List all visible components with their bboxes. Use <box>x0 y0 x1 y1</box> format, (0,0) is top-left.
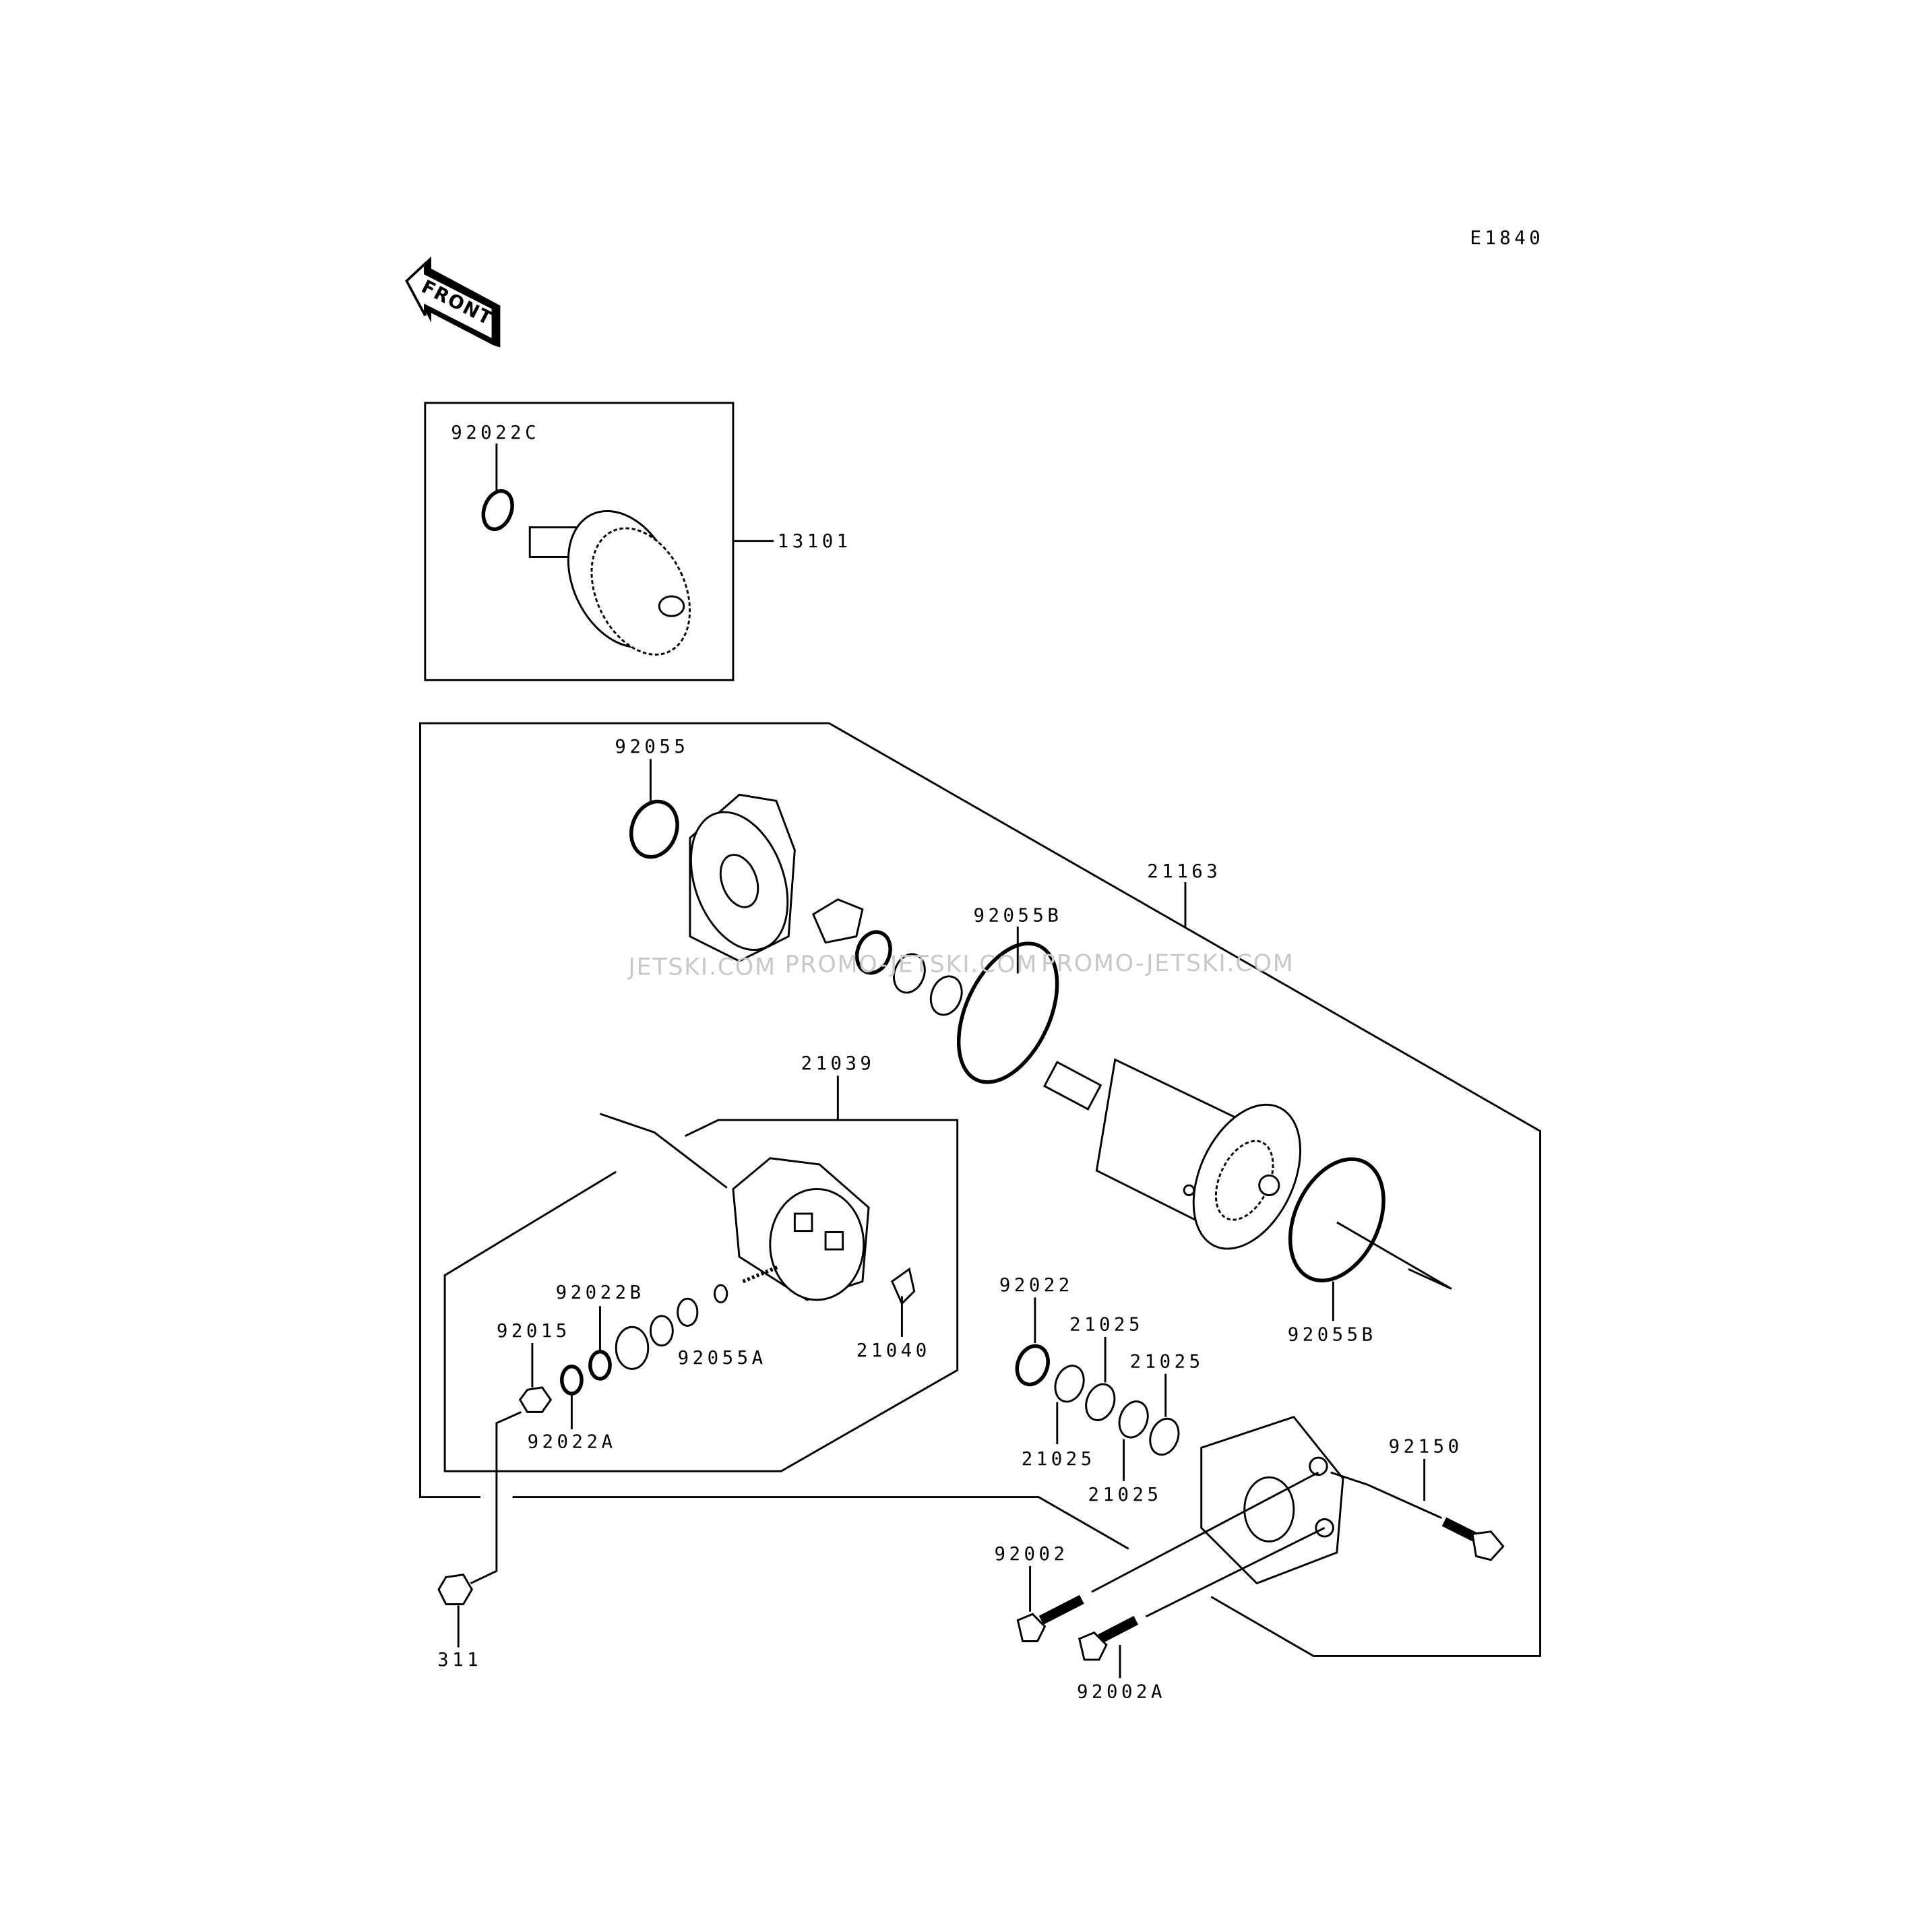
nut-311 <box>437 1573 473 1606</box>
washer-21025 <box>1085 1383 1116 1421</box>
bolt-92150 <box>1441 1517 1505 1561</box>
diagram-code: E1840 <box>1470 228 1544 249</box>
watermark: PROMO-JETSKI.COM <box>1041 950 1295 977</box>
washer-92022A <box>560 1365 584 1396</box>
part-label: 92055B <box>973 906 1062 927</box>
nut-92015 <box>518 1386 553 1413</box>
end-cover-part <box>689 793 796 962</box>
washer-21025 <box>1054 1365 1085 1403</box>
front-arrow-icon: FRONT <box>405 256 501 348</box>
front-cover-part <box>1200 1416 1344 1585</box>
part-label: 21040 <box>856 1340 931 1361</box>
armature-yoke-part <box>1042 1058 1301 1250</box>
part-label: 92002 <box>995 1544 1069 1565</box>
washer-92022C <box>481 489 514 532</box>
washer-part <box>677 1297 699 1327</box>
part-label: 92022C <box>451 423 540 443</box>
o-ring-92055 <box>629 799 679 859</box>
starter-motor-outline <box>419 722 830 1499</box>
washer-part <box>929 975 963 1016</box>
o-ring-92055A <box>714 1284 728 1304</box>
part-label: 92015 <box>497 1321 571 1342</box>
part-label: 92022B <box>556 1282 645 1303</box>
washer-part <box>649 1315 674 1347</box>
washer-21025 <box>1118 1400 1149 1439</box>
part-label: 21025 <box>1088 1485 1162 1505</box>
terminal-21040 <box>890 1267 916 1306</box>
bolt-92002 <box>1016 1594 1084 1642</box>
part-label: 92022 <box>999 1275 1073 1296</box>
part-label: 92055A <box>678 1348 767 1369</box>
washer-part <box>615 1326 650 1370</box>
part-label: 21039 <box>801 1053 875 1074</box>
starter-clutch-part <box>528 509 691 656</box>
washer-92022 <box>1015 1344 1050 1387</box>
part-label: 311 <box>437 1650 482 1671</box>
part-label: 21025 <box>1022 1449 1096 1470</box>
part-label: 21025 <box>1130 1352 1204 1373</box>
watermark: JETSKI.COM <box>627 954 776 980</box>
part-label: 92002A <box>1077 1682 1166 1703</box>
brush-plate-part <box>811 898 864 944</box>
washer-part <box>854 930 892 975</box>
o-ring-92055B <box>956 941 1059 1084</box>
brush-holder-part <box>732 1157 870 1301</box>
part-label: 13101 <box>778 531 852 552</box>
part-label: 92150 <box>1389 1437 1463 1458</box>
washer-part <box>893 953 926 994</box>
part-label: 92055B <box>1288 1324 1377 1345</box>
part-label: 21163 <box>1147 861 1221 882</box>
bolt-92002A <box>1078 1615 1139 1661</box>
part-label: 92022A <box>528 1431 617 1452</box>
o-ring-92055B-rear <box>1288 1157 1385 1282</box>
watermark: PROMO-JETSKI.COM <box>785 952 1038 978</box>
part-label: 92055 <box>615 737 689 757</box>
washer-21025 <box>1149 1417 1180 1456</box>
part-label: 21025 <box>1069 1315 1144 1336</box>
washer-92022B <box>588 1350 612 1381</box>
